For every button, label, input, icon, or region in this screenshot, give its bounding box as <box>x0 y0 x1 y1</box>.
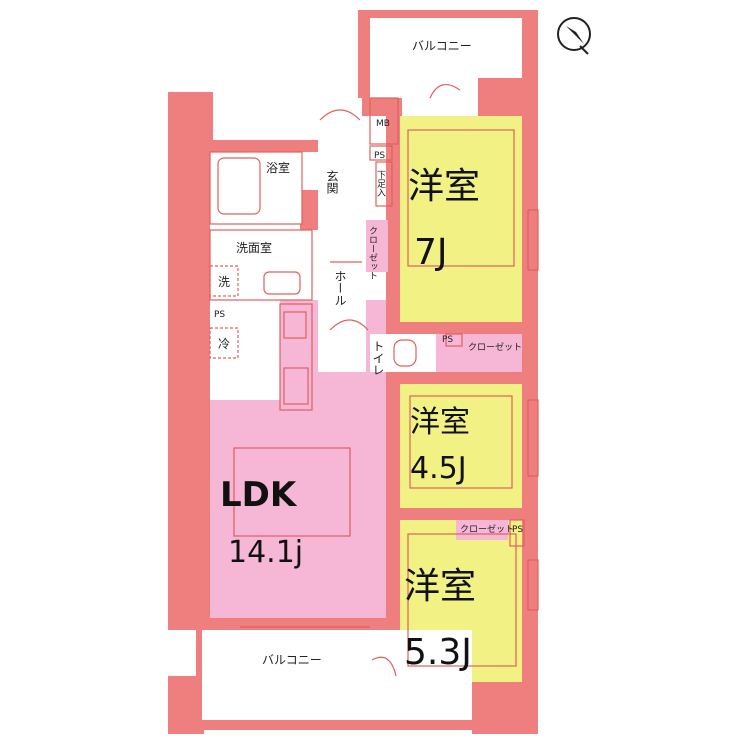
ps-low-label: PS <box>512 525 523 535</box>
entrance-label: 玄関 <box>325 169 339 194</box>
closet1-label: クローゼット <box>367 226 378 280</box>
bath-label: 浴室 <box>266 160 290 175</box>
room-fills <box>202 18 522 720</box>
interior-lines <box>209 83 539 677</box>
room1-fill <box>400 116 522 322</box>
room1-size: 7J <box>414 232 448 273</box>
closet3-label: クローゼット <box>460 523 514 535</box>
mb-label: MB <box>376 119 390 129</box>
shoe-box-label: 下足入 <box>375 170 386 197</box>
fridge-label: 冷 <box>218 337 230 351</box>
washer-label: 洗 <box>218 275 230 289</box>
room2-fill <box>400 384 522 508</box>
room3-size: 5.3J <box>404 632 472 673</box>
room2-name: 洋室 <box>410 405 470 440</box>
ps-mid-label: PS <box>442 335 453 345</box>
north-arrow-icon <box>557 17 591 55</box>
closet2-fill <box>436 334 522 372</box>
ps-wash-label: PS <box>214 310 225 320</box>
toilet-label: トイレ <box>371 340 385 376</box>
ps-top-label: PS <box>374 151 385 161</box>
room2-size: 4.5J <box>410 451 467 486</box>
closet2-label: クローゼット <box>468 341 522 353</box>
washroom-label: 洗面室 <box>236 240 272 255</box>
balcony-top-label: バルコニー <box>412 39 472 53</box>
ldk-size: 14.1j <box>228 535 303 570</box>
room3-name: 洋室 <box>404 566 476 607</box>
balcony-bottom-label: バルコニー <box>262 653 322 667</box>
closet1-fill <box>366 220 388 272</box>
ldk-name: LDK <box>220 475 298 515</box>
closet3-fill <box>456 520 508 540</box>
hall-label: ホール <box>333 270 347 306</box>
room1-name: 洋室 <box>408 166 480 207</box>
